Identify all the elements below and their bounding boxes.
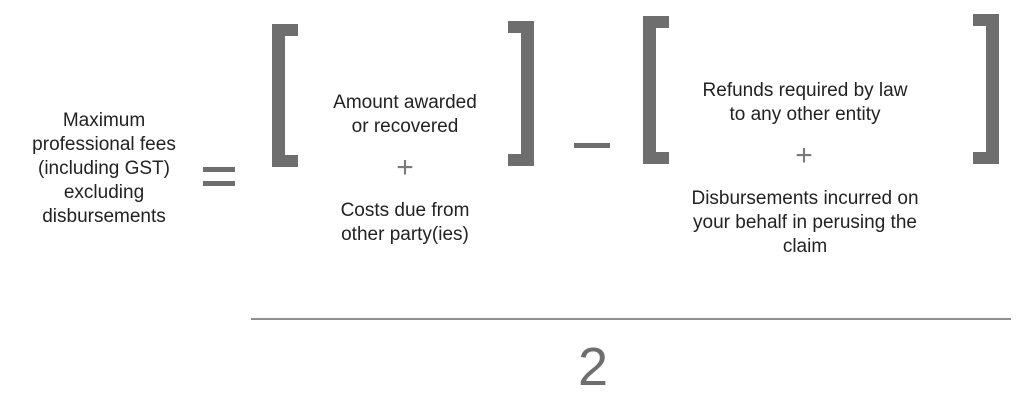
costs-due-text: Costs due from other party(ies)	[340, 200, 470, 245]
equals-bar-top	[203, 167, 235, 172]
plus-sign-group1: +	[396, 151, 414, 184]
disbursements-incurred-text: Disbursements incurred on your behalf in…	[691, 188, 919, 257]
lhs-label: Maximum professional fees (including GST…	[32, 110, 176, 227]
amount-awarded-text: Amount awarded or recovered	[333, 92, 477, 137]
left-bracket-group2	[643, 16, 669, 164]
right-bracket-group1	[508, 21, 534, 166]
refunds-required-text: Refunds required by law to any other ent…	[702, 80, 908, 125]
equals-bar-bottom	[203, 181, 235, 186]
denominator: 2	[577, 337, 609, 397]
fraction-divider	[251, 318, 1011, 320]
right-bracket-group2	[973, 14, 999, 164]
left-bracket-group1	[272, 24, 298, 167]
minus-sign	[574, 143, 610, 148]
plus-sign-group2: +	[795, 139, 813, 172]
